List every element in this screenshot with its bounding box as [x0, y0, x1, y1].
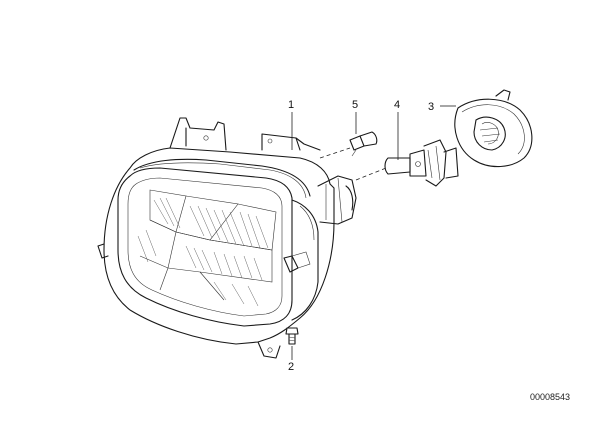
callout-1: 1: [288, 99, 294, 111]
drawing-number: 00008543: [530, 392, 570, 402]
assembly-line-parking: [319, 147, 351, 159]
mounting-screw: [285, 327, 299, 345]
headlight-bulb: [384, 139, 459, 187]
lens-hatching: [137, 197, 269, 307]
callout-3: 3: [428, 101, 434, 113]
parking-light-bulb: [349, 131, 378, 157]
callout-2: 2: [288, 361, 294, 373]
callout-5: 5: [352, 99, 358, 111]
callout-4: 4: [394, 99, 400, 111]
headlight-housing: [97, 117, 357, 359]
rubber-cover: [454, 89, 533, 168]
assembly-line-bulb: [355, 167, 387, 181]
